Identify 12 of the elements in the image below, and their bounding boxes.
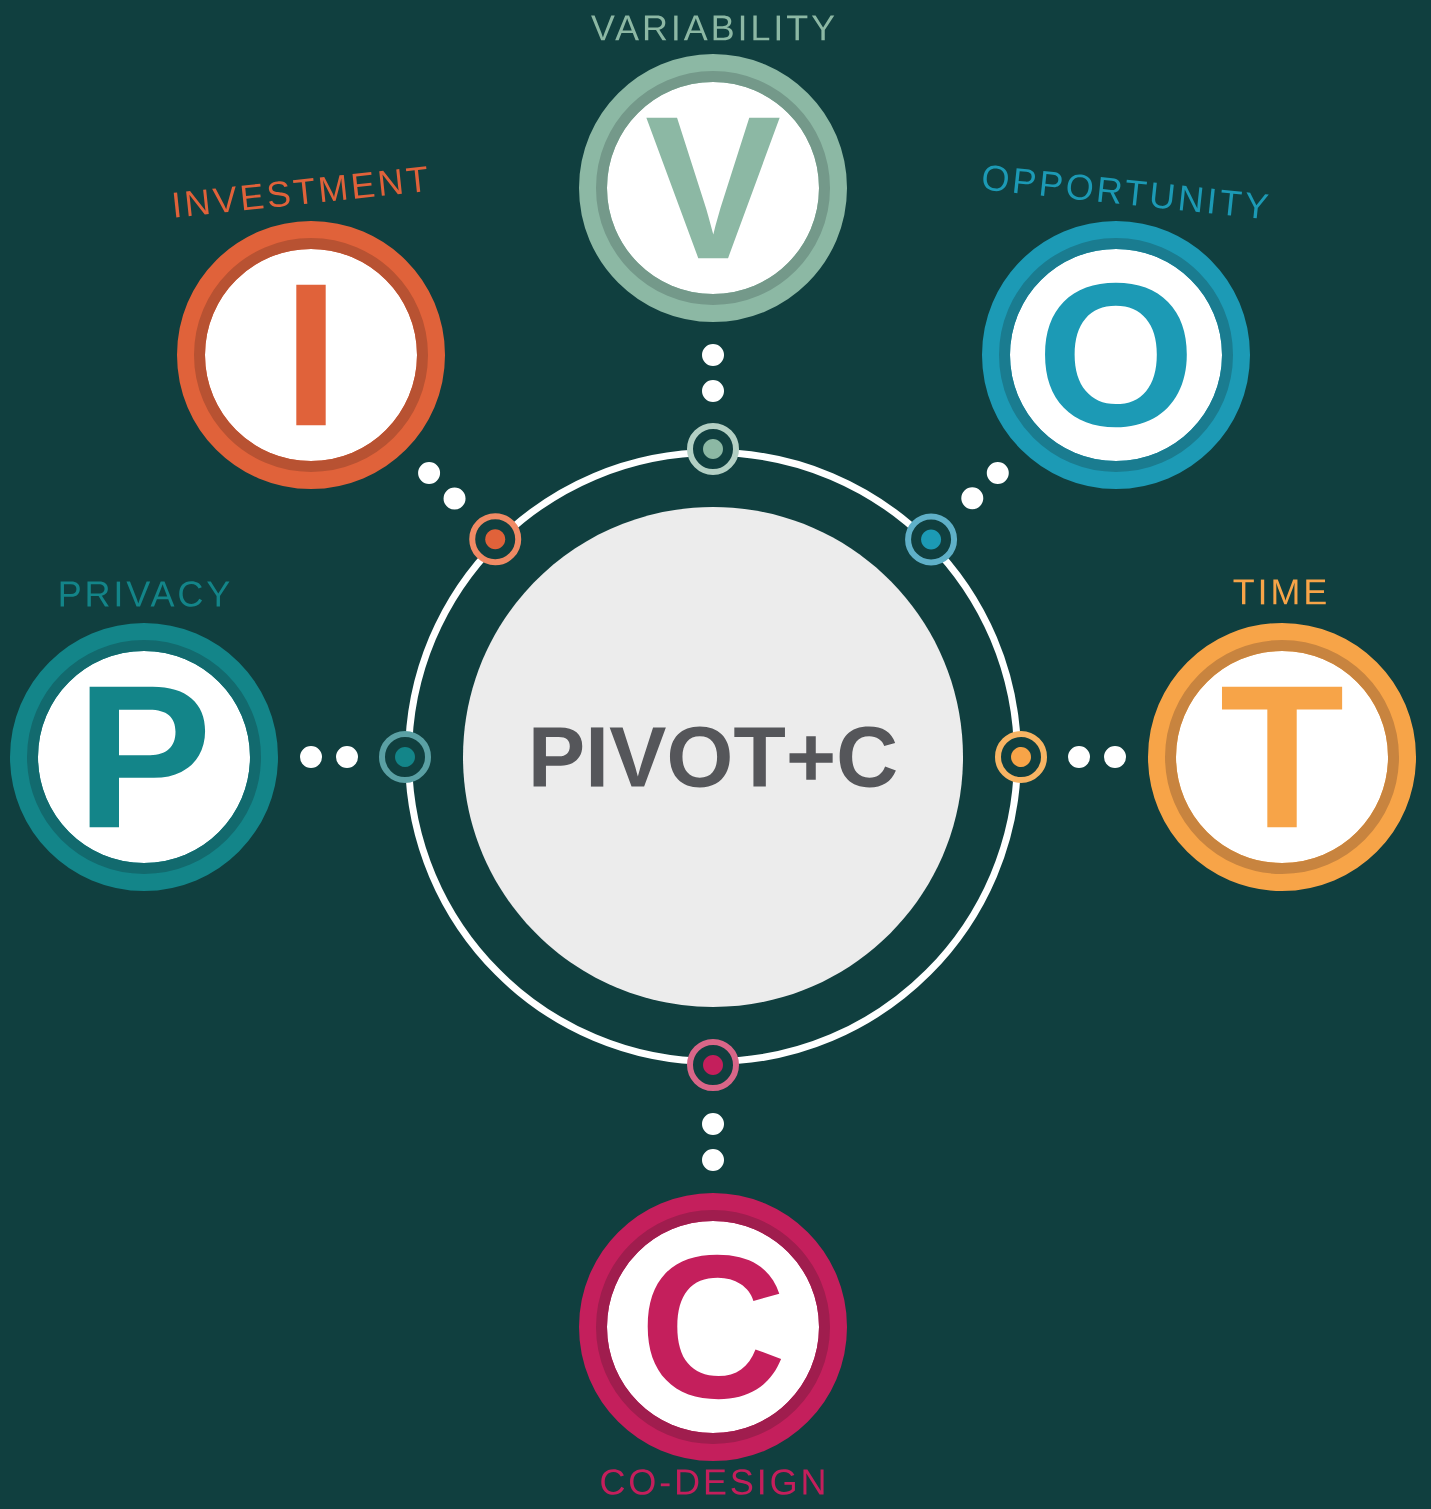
dotted-connector [300, 746, 361, 768]
circle-label: PRIVACY [60, 581, 230, 607]
dotted-connector [959, 461, 1009, 512]
circle-label: CO-DESIGN [601, 1469, 824, 1495]
circle-label: OPPORTUNITY [983, 165, 1269, 219]
circle-label: INVESTMENT [173, 166, 427, 218]
dotted-connector [418, 462, 468, 512]
dotted-connector [1065, 746, 1126, 768]
circle-label: TIME [1233, 579, 1326, 605]
dotted-connector [702, 344, 724, 405]
ring [405, 449, 1021, 1065]
circle-label: VARIABILITY [591, 15, 835, 41]
